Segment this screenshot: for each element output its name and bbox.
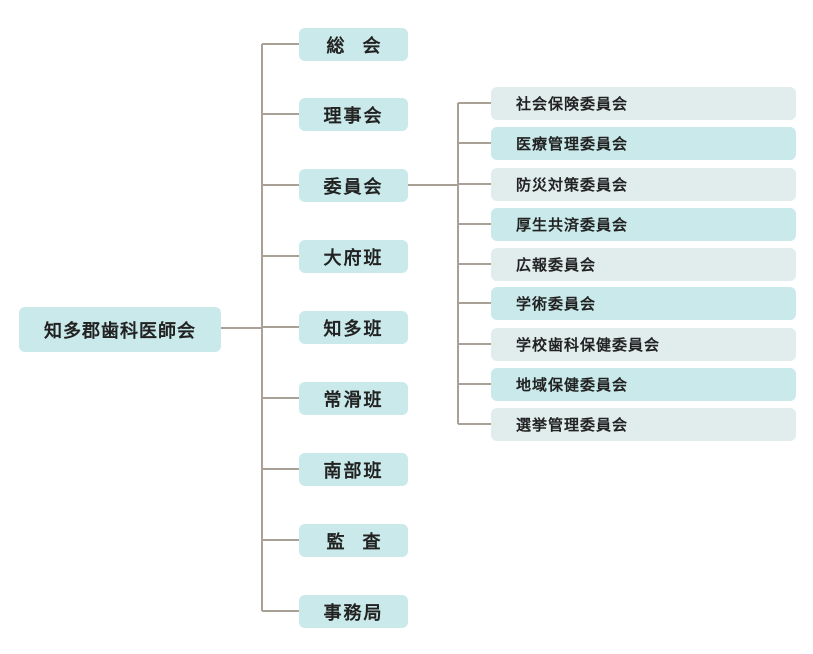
node-rijikai: 理事会 [299,98,408,131]
committee-node: 地域保健委員会 [491,368,796,401]
node-kansa-label-b: 査 [362,531,381,553]
node-iinkai: 委員会 [299,169,408,202]
committee-node: 学術委員会 [491,287,796,320]
root-node: 知多郡歯科医師会 [19,307,221,352]
node-soukai: 総会 [299,28,408,61]
committee-label: 選挙管理委員会 [516,416,629,434]
node-iinkai-label: 委員会 [323,176,384,198]
node-tokoname: 常滑班 [299,382,408,415]
committee-node: 医療管理委員会 [491,127,796,160]
node-kansa-label-a: 監 [326,531,345,553]
node-rijikai-label: 理事会 [323,105,384,127]
node-nanbu-label: 南部班 [323,460,384,482]
committee-node: 広報委員会 [491,248,796,281]
node-soukai-label-a: 総 [326,35,345,57]
committee-node: 社会保険委員会 [491,87,796,120]
committee-node: 防災対策委員会 [491,168,796,201]
node-obu: 大府班 [299,240,408,273]
node-jimukyoku: 事務局 [299,595,408,628]
root-label: 知多郡歯科医師会 [44,320,196,342]
node-chita-label: 知多班 [323,318,384,340]
committee-label: 厚生共済委員会 [516,216,629,234]
committee-node: 学校歯科保健委員会 [491,328,796,361]
committee-node: 選挙管理委員会 [491,408,796,441]
node-jimukyoku-label: 事務局 [323,602,384,624]
node-nanbu: 南部班 [299,453,408,486]
committee-label: 防災対策委員会 [516,176,629,194]
committee-label: 学術委員会 [516,295,597,313]
committee-label: 地域保健委員会 [516,376,629,394]
committee-label: 学校歯科保健委員会 [516,336,661,354]
committee-label: 医療管理委員会 [516,135,629,153]
committee-node: 厚生共済委員会 [491,208,796,241]
node-tokoname-label: 常滑班 [323,389,384,411]
node-chita: 知多班 [299,311,408,344]
committee-label: 広報委員会 [516,256,597,274]
node-soukai-label-b: 会 [362,35,381,57]
committee-label: 社会保険委員会 [516,95,629,113]
node-obu-label: 大府班 [323,247,384,269]
node-kansa: 監査 [299,524,408,557]
